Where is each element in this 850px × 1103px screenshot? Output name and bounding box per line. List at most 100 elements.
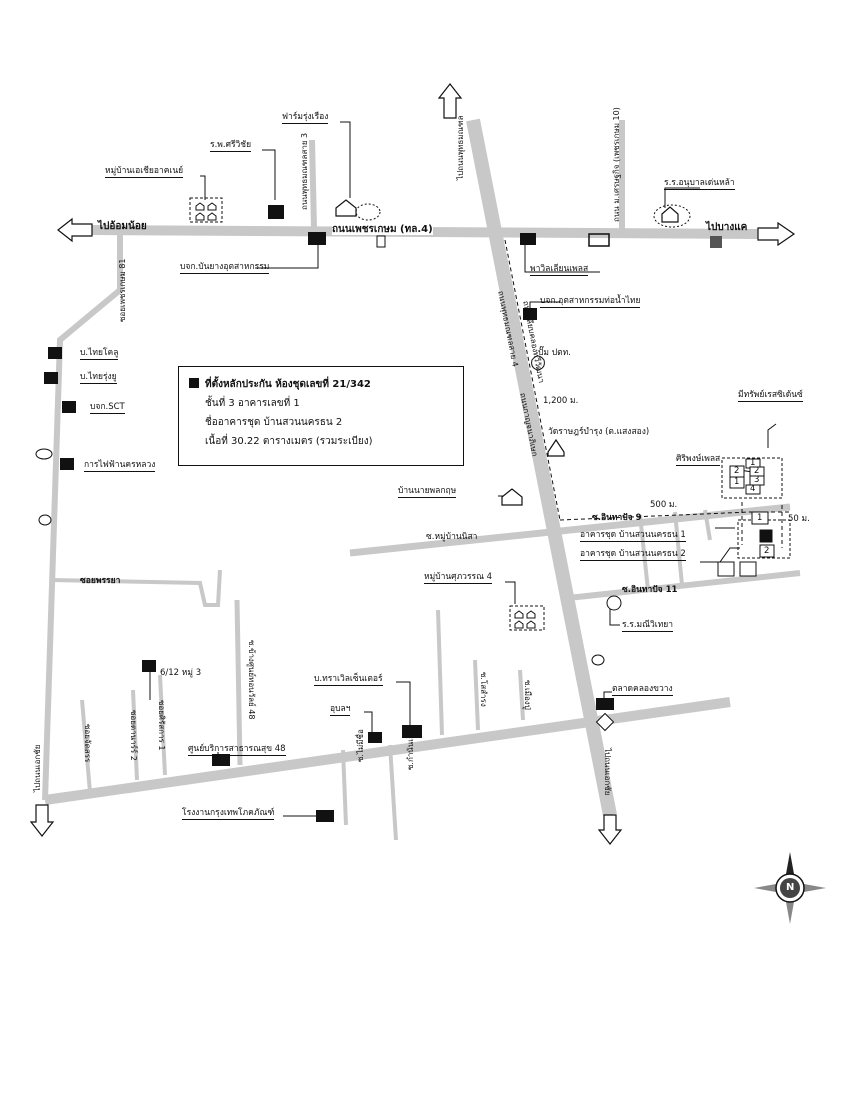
bldg-num: 1 [757,513,763,523]
talat-label: ตลาดคลองขวาง [612,684,673,696]
phutthamonthon-3-road [309,139,317,229]
info-line-1: ที่ตั้งหลักประกัน ห้องชุดเลขที่ 21/342 [205,379,371,390]
shell-icon [38,514,52,526]
info-line-2: ชั้นที่ 3 อาคารเลขที่ 1 [205,398,300,409]
inthapat-11-road [567,570,801,601]
misc-symbols [35,203,691,732]
soi-khanjai-label: ซอยจัดสรร [83,724,92,763]
bldg-num: 1 [734,477,740,487]
arrow-left-icon [57,217,93,243]
moo3-label: 6/12 หมู่ 3 [160,668,202,678]
mi-sap-label: มีทรัพย์เรสซิเด้นซ์ [738,390,803,402]
soi-moo-ban-nisa-label: ซ.หมู่บ้านนิสา [426,532,478,542]
bldg-num: 4 [750,484,756,494]
talat-marker [596,698,614,710]
small-bldg-marker [710,236,722,248]
village-clusters [189,197,545,631]
inthapat-9-road [349,503,791,557]
anuban-school-label: ร.ร.อนุบาลเด่นหล้า [664,178,735,190]
pipe-co-label: บจก.อุตสาหกรรมท่อน้ำไทย [540,296,641,308]
junction-icon [595,712,615,732]
wawa-marker [588,233,610,247]
pavilion-label: พาวิลเลียนเพลส [530,264,589,276]
bldg-num: 2 [764,546,770,556]
pavilion-marker [520,233,536,245]
electric-marker [60,458,74,470]
arrow-up-icon [437,83,463,119]
soi-phra-ya-label: ซอยพรรยา [80,576,121,586]
ban-nai-label: บ้านนายพลกฤษ [398,486,457,498]
to-om-noi-label: ไปอ้อมน้อย [98,221,147,232]
thai-rung-label: บ.ไทยรุ่งยู [80,372,117,384]
road-network [42,118,801,841]
house-icons [335,199,679,506]
soi-sosamrung-label: ซ.โสสำรง [479,672,488,707]
asia-village-box [189,197,223,223]
moo3-marker [142,660,156,672]
siriphong-label: ศิริพงษ์เพลส [676,454,721,466]
rubber-co-label: บจก.บันยางอุตสาหกรรม [180,262,270,274]
gate-icon [376,235,386,248]
kanchanaphisek-road [466,118,617,817]
arrow-down-right-icon [597,814,623,845]
route-lines [504,239,790,548]
gas-station-label: ปั๊ม ปตท. [538,348,571,358]
thai-rung-marker [44,372,58,384]
pipe-co-marker [523,308,537,320]
bangkok-food-marker [316,810,334,822]
bangkok-food-label: โรงงานกรุงเทพโภคภัณฑ์ [182,808,275,820]
school-house-icon [661,206,679,223]
landmark-markers [44,205,722,822]
setthakit-10-label: ถนน ม.เศรษฐกิจ (เพชรเกษม 10) [612,107,621,222]
lower-main-road [44,697,731,805]
arrow-down-left-icon [29,804,55,837]
info-title-row: ที่ตั้งหลักประกัน ห้องชุดเลขที่ 21/342 [189,375,453,394]
trans-center-label: บ.ทราเวิลเซ็นเตอร์ [314,674,383,686]
monitsab-school-label: ร.ร.มณีวิเทยา [622,620,674,632]
electric-label: การไฟฟ้านครหลวง [84,460,156,472]
esso-icon [35,448,53,460]
soi-kamnan-label: ซ.กำนันเล็ก [406,729,415,770]
upnat-label: อุบลฯ [330,704,351,716]
public-health-label: ศูนย์บริการสาธารณสุข 48 [188,744,286,756]
arrow-right-icon [757,221,796,247]
hospital-label: ร.พ.ศรีวิชัย [210,140,252,152]
rubber-co-marker [308,232,326,245]
soi-tuan-label: ซอยตานาร์ร์ 2 [129,710,138,761]
info-line-4: เนื้อที่ 30.22 ตารางเมตร (รวมระเบียง) [205,436,373,447]
to-bang-khae-label: ไปบางแค [706,222,748,233]
suphaphon-village-label: หมู่บ้านศุภวรรณ 4 [424,572,493,584]
collateral-marker-icon [189,378,199,388]
soi-inthapat-9-label: ซ.อินทาปัจ 9 [592,513,642,523]
shell-icon-2 [591,654,605,666]
to-phutthamonthon-label: ไปถนนพุทธมณฑล [456,115,465,180]
to-ekkachai-right-label: ไปถนนเอกชัย [603,748,612,796]
bldg-num: 2 [754,466,760,476]
gas-station-icon [531,355,545,371]
farm-house-icon [335,199,357,217]
school-circle-icon [606,595,622,611]
thai-kolo-label: บ.ไทยโคลู [80,348,119,360]
bldg-num: 2 [734,466,740,476]
phra-ya-road [49,569,222,607]
sct-marker [62,401,76,413]
info-line-3: ชื่ออาคารชุด บ้านสวนนครธน 2 [205,417,343,428]
wat-temple-icon [547,438,565,457]
farm-label: ฟาร์มรุ่งเรือง [282,112,329,124]
asia-village-label: หมู่บ้านเอเชียอาคเนย์ [105,166,184,178]
dist-50-label: 50 ม. [788,514,810,524]
soi-mueang-pu-label: ซ.เมืองปู่ [523,680,532,710]
residence-buildings [717,457,791,577]
soi-chang-bridge-label: ซ.ข้างศูนย์ทอนวัลย์ 48 [247,640,256,720]
wat-rat-label: วัดราษฎร์บำรุง (ต.แสงสอง) [548,427,650,437]
leader-lines [149,121,777,817]
hospital-marker [268,205,284,219]
trans-center-marker [402,725,422,738]
upnat-marker [368,732,382,743]
bldg-num: 3 [754,475,760,485]
collateral-info-box: ที่ตั้งหลักประกัน ห้องชุดเลขที่ 21/342 ช… [178,366,464,466]
soi-inthapat-11-label: ซ.อินทาปัจ 11 [622,585,678,595]
soi-sirisat-label: ซอยศิรัสการ 1 [157,700,166,751]
soi-81-label: ซอยเพชรเกษม 81 [118,258,127,322]
